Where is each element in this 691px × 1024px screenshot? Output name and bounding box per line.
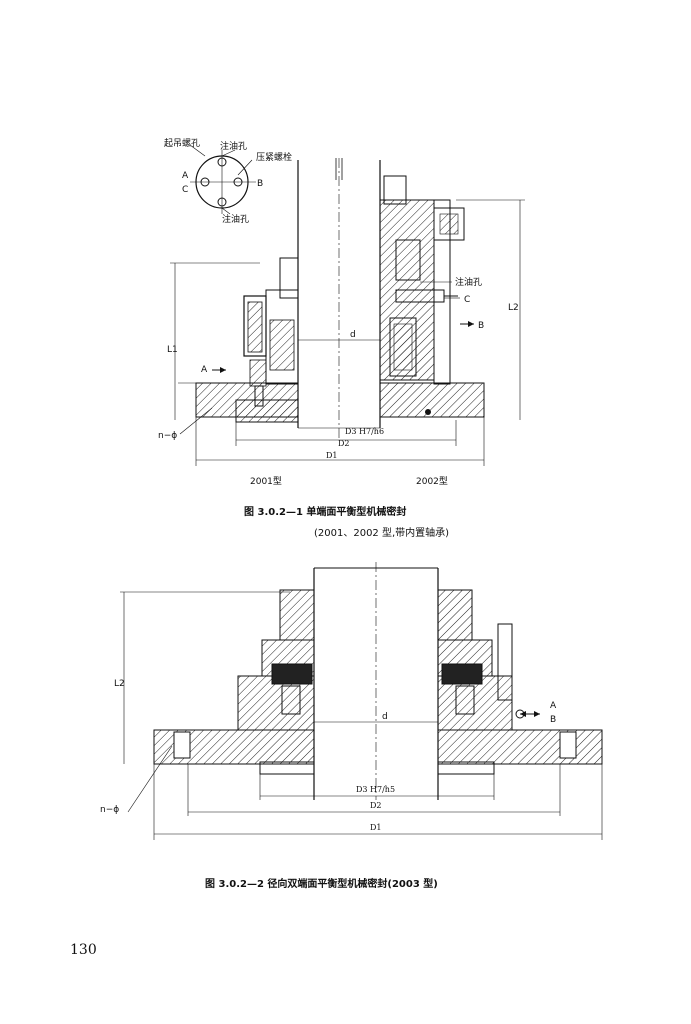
- figure-2-drawing: d L2 D3 H7/h5 D2 D1 n−ϕ A B: [100, 562, 603, 840]
- label-D3-fit: D3 H7/h6: [345, 427, 384, 436]
- label-lifting-hole: 起吊螺孔: [164, 138, 200, 149]
- shaft-figure-1: [297, 158, 381, 440]
- label-type-2002: 2002型: [416, 476, 448, 487]
- fig2-label-n-phi: n−ϕ: [100, 805, 119, 815]
- dimensions-figure-1: [170, 199, 525, 466]
- fig2-label-A: A: [550, 701, 557, 711]
- fig2-label-D2: D2: [370, 801, 382, 810]
- page-number: 130: [70, 942, 97, 958]
- label-B: B: [257, 179, 263, 189]
- label-type-2001: 2001型: [250, 476, 282, 487]
- shaft-figure-2: [313, 562, 439, 800]
- figure-1-subcaption: (2001、2002 型,带内置轴承): [314, 528, 450, 539]
- fig2-label-L2: L2: [114, 679, 125, 689]
- label-L2: L2: [508, 303, 519, 313]
- label-n-phi: n−ϕ: [158, 431, 177, 441]
- label-arrow-C: C: [464, 295, 470, 305]
- label-arrow-A: A: [201, 365, 208, 375]
- label-arrow-B: B: [478, 321, 484, 331]
- fig2-label-d: d: [382, 712, 388, 722]
- left-half-2001: [178, 257, 299, 423]
- label-L1: L1: [167, 345, 178, 355]
- fig2-label-B: B: [550, 715, 556, 725]
- label-oil-hole-bottom: 注油孔: [222, 213, 249, 225]
- label-D2: D2: [338, 439, 350, 448]
- dimensions-figure-2: [120, 591, 603, 840]
- label-d: d: [350, 330, 356, 340]
- label-C: C: [182, 185, 188, 195]
- left-body-2003: [153, 589, 315, 775]
- right-body-2003: [437, 589, 603, 775]
- label-D1: D1: [326, 451, 338, 460]
- right-half-2002: [379, 175, 485, 418]
- flange-top-view: [189, 144, 256, 215]
- label-oil-hole-right: 注油孔: [455, 276, 482, 288]
- label-A: A: [182, 171, 189, 181]
- figure-2-caption: 图 3.0.2—2 径向双端面平衡型机械密封(2003 型): [205, 879, 438, 890]
- figure-1-caption: 图 3.0.2—1 单端面平衡型机械密封: [244, 507, 407, 518]
- figure-1-drawing: 起吊螺孔 注油孔 压紧螺栓 注油孔 A C B 注油孔 C B A d L1 L…: [158, 138, 525, 487]
- fig2-label-D3-fit: D3 H7/h5: [356, 785, 395, 794]
- fig2-label-D1: D1: [370, 823, 382, 832]
- label-press-bolt: 压紧螺栓: [256, 151, 292, 163]
- label-oil-hole-top: 注油孔: [220, 140, 247, 152]
